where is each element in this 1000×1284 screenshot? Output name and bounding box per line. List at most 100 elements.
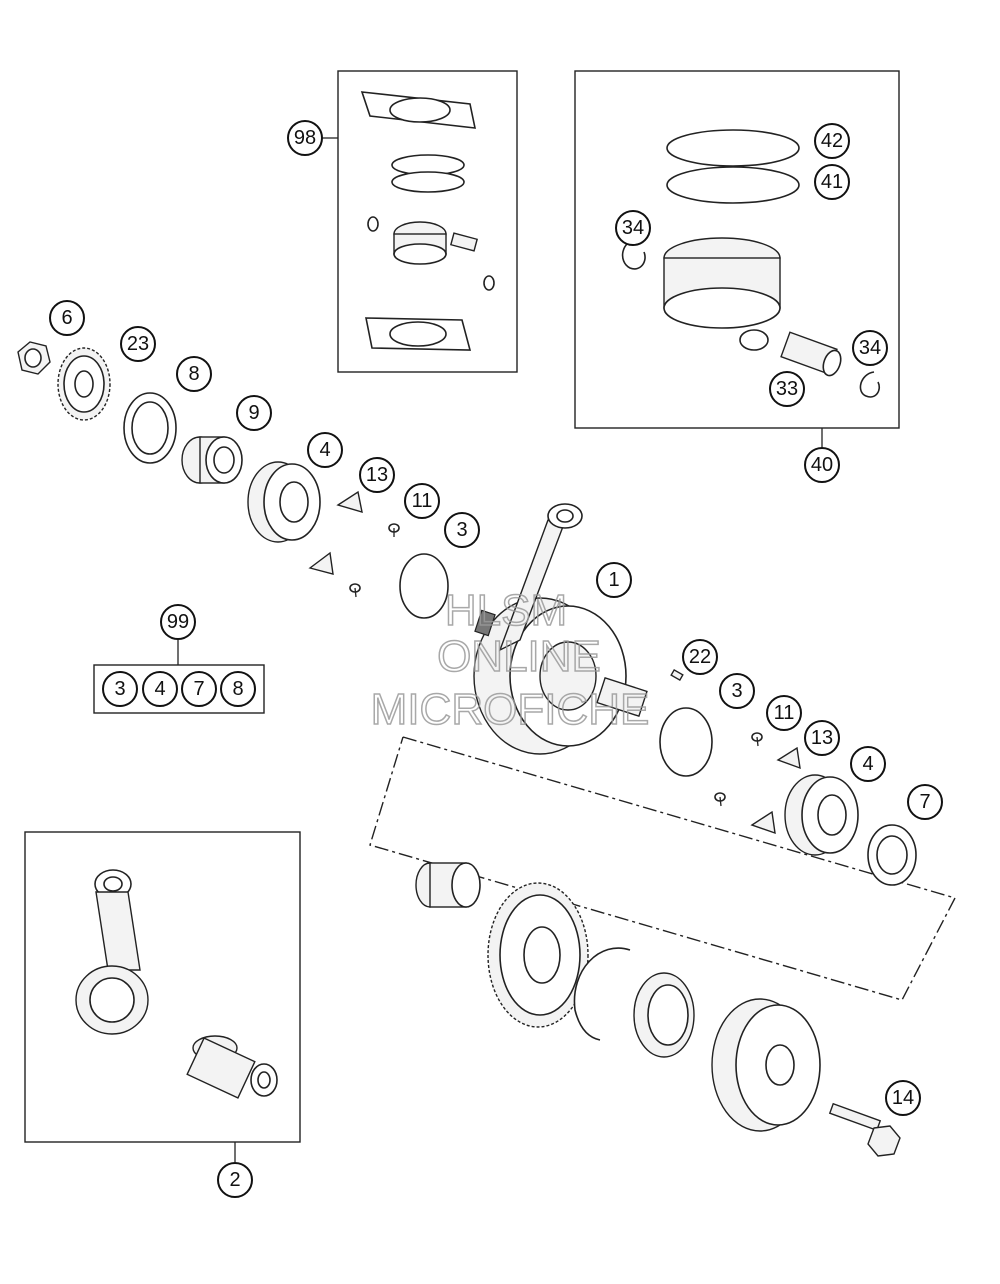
svg-text:41: 41	[821, 171, 843, 193]
callout-2: 2	[217, 1162, 253, 1198]
callout-4-left: 4	[307, 432, 343, 468]
screw-11-right-b	[714, 792, 726, 807]
svg-text:7: 7	[919, 791, 930, 813]
callout-9: 9	[236, 395, 272, 431]
starter-clutch-housing	[711, 998, 821, 1132]
callout-13-right: 13	[804, 720, 840, 756]
screw-11-left-b	[349, 583, 361, 598]
conrod-kit-frame	[24, 831, 301, 1143]
svg-text:34: 34	[859, 337, 881, 359]
callout-22: 22	[682, 639, 718, 675]
callout-98: 98	[287, 120, 323, 156]
piston-ring-42	[666, 129, 800, 167]
piston-small	[393, 221, 479, 265]
bearing-retainer-13-left-a	[336, 490, 363, 513]
callout-4-right: 4	[850, 746, 886, 782]
callout-3-left: 3	[444, 512, 480, 548]
callout-40: 40	[804, 447, 840, 483]
starter-group-dashed-frame	[369, 736, 957, 1001]
svg-text:14: 14	[892, 1087, 914, 1109]
bolt-14	[828, 1102, 901, 1157]
piston	[663, 237, 781, 351]
callout-8: 8	[176, 356, 212, 392]
svg-text:2: 2	[229, 1169, 240, 1191]
callout-1: 1	[596, 562, 632, 598]
watermark-line3: MICROFICHE	[371, 685, 650, 734]
svg-text:11: 11	[412, 490, 433, 512]
svg-text:3: 3	[114, 678, 125, 700]
svg-text:1: 1	[608, 569, 619, 591]
screw-11-left-a	[388, 523, 400, 537]
callout-6: 6	[49, 300, 85, 336]
callout-14: 14	[885, 1080, 921, 1116]
spacer-9	[181, 436, 243, 484]
svg-text:6: 6	[61, 307, 72, 329]
kit-99-item-2: 4	[142, 671, 178, 707]
kit-99-item-3: 7	[181, 671, 217, 707]
circlip-34-right	[859, 371, 881, 398]
svg-text:22: 22	[689, 646, 711, 668]
svg-text:4: 4	[862, 753, 873, 775]
piston-ring-41	[666, 166, 800, 204]
piston-kit-frame	[574, 70, 900, 429]
kit-99-item-1: 3	[102, 671, 138, 707]
watermark-line1: HLSM	[445, 586, 567, 635]
callout-99: 99	[160, 604, 196, 640]
svg-text:13: 13	[811, 727, 833, 749]
starter-gear	[487, 882, 589, 1028]
svg-text:4: 4	[154, 678, 165, 700]
kit-99-item-4: 8	[220, 671, 256, 707]
svg-text:11: 11	[774, 702, 795, 724]
callout-42: 42	[814, 123, 850, 159]
svg-text:40: 40	[811, 454, 833, 476]
callout-11-right: 11	[766, 695, 802, 731]
crankshaft	[473, 503, 648, 755]
piston-ring-set-small	[391, 154, 465, 193]
svg-text:23: 23	[127, 333, 149, 355]
shim-ring-3-left	[399, 553, 449, 619]
callout-34-right: 34	[852, 330, 888, 366]
connecting-rod	[75, 869, 149, 1035]
retaining-ring	[573, 947, 631, 1041]
bearing-retainer-13-right-b	[750, 810, 776, 835]
callout-33: 33	[769, 371, 805, 407]
svg-text:33: 33	[776, 378, 798, 400]
callout-34-left: 34	[615, 210, 651, 246]
woodruff-key-22	[670, 668, 684, 682]
needle-bearing	[415, 862, 481, 908]
svg-text:42: 42	[821, 130, 843, 152]
gasket-kit-frame	[337, 70, 518, 373]
head-gasket	[360, 91, 477, 129]
callout-23: 23	[120, 326, 156, 362]
primary-gear-23	[57, 347, 111, 421]
crank-pin	[186, 1035, 278, 1099]
piston-pin	[780, 331, 842, 377]
circlip-small-left	[367, 216, 379, 232]
svg-text:99: 99	[167, 611, 189, 633]
callout-3-right: 3	[719, 673, 755, 709]
watermark: HLSM ONLINE MICROFICHE	[370, 585, 650, 735]
callout-13-left: 13	[359, 457, 395, 493]
shaft-seal-7	[867, 824, 917, 886]
callout-7: 7	[907, 784, 943, 820]
svg-text:34: 34	[622, 217, 644, 239]
kit-99-frame	[93, 664, 265, 714]
svg-text:7: 7	[193, 678, 204, 700]
ball-bearing-4-right	[784, 774, 859, 856]
svg-text:8: 8	[232, 678, 243, 700]
svg-text:13: 13	[366, 464, 388, 486]
svg-text:3: 3	[456, 519, 467, 541]
nut-6	[17, 341, 51, 375]
screw-11-right-a	[751, 732, 763, 747]
callout-41: 41	[814, 164, 850, 200]
callout-11-left: 11	[404, 483, 440, 519]
freewheel	[633, 972, 695, 1058]
svg-text:98: 98	[294, 127, 316, 149]
circlip-small-right	[483, 275, 495, 291]
bearing-retainer-13-right-a	[776, 746, 801, 770]
ball-bearing-4-left	[247, 461, 321, 543]
shim-ring-3-right	[659, 707, 713, 777]
watermark-line2: ONLINE	[437, 632, 601, 681]
base-gasket	[365, 317, 472, 351]
